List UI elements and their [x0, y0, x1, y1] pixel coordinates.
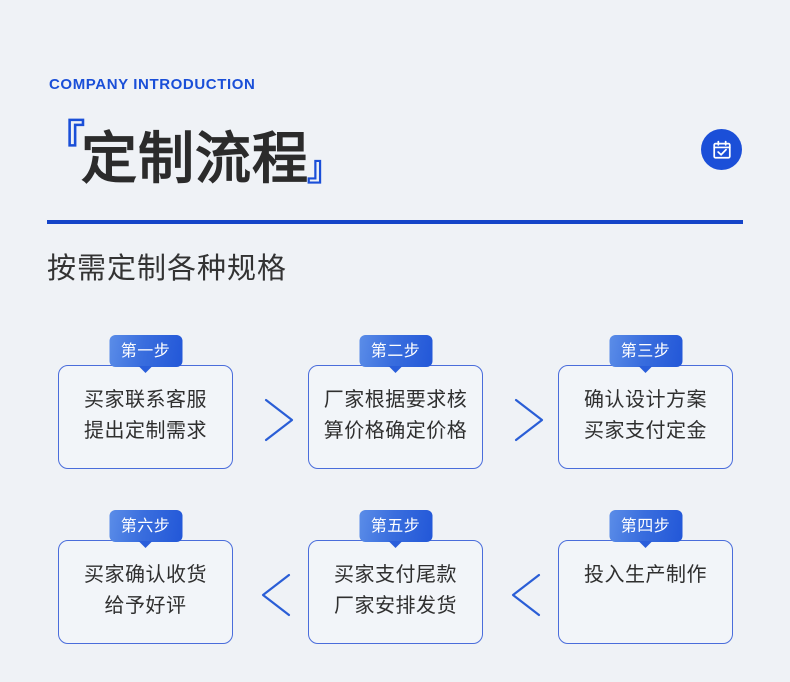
- header-divider: [47, 220, 743, 224]
- chevron-right-icon-2: [510, 396, 550, 444]
- bracket-right-icon: 』: [307, 149, 341, 189]
- step-card-2[interactable]: 第二步 厂家根据要求核 算价格确定价格: [308, 335, 483, 469]
- step-text-4: 投入生产制作: [584, 562, 707, 586]
- step-card-3[interactable]: 第三步 确认设计方案 买家支付定金: [558, 335, 733, 469]
- step-text-1: 买家联系客服 提出定制需求: [84, 387, 207, 442]
- step-card-4[interactable]: 第四步 投入生产制作: [558, 510, 733, 644]
- step-card-1[interactable]: 第一步 买家联系客服 提出定制需求: [58, 335, 233, 469]
- process-steps: 第一步 买家联系客服 提出定制需求 第二步 厂家根据要求核 算价格确定价格 第三…: [0, 334, 790, 682]
- chevron-left-icon-2: [505, 571, 545, 619]
- page-subtitle: 按需定制各种规格: [47, 251, 288, 285]
- calendar-check-icon: [701, 129, 742, 170]
- page-title: 『 定制流程 』: [45, 116, 341, 188]
- step-badge-1: 第一步: [109, 335, 182, 367]
- step-text-2: 厂家根据要求核 算价格确定价格: [323, 387, 468, 442]
- step-badge-5: 第五步: [359, 510, 432, 542]
- process-row-top: 第一步 买家联系客服 提出定制需求 第二步 厂家根据要求核 算价格确定价格 第三…: [0, 334, 790, 509]
- chevron-left-icon-1: [255, 571, 295, 619]
- bracket-left-icon: 『: [45, 117, 85, 163]
- step-badge-2: 第二步: [359, 335, 432, 367]
- eyebrow-label: COMPANY INTRODUCTION: [49, 76, 256, 93]
- step-card-6[interactable]: 第六步 买家确认收货 给予好评: [58, 510, 233, 644]
- step-text-3: 确认设计方案 买家支付定金: [584, 387, 707, 442]
- chevron-right-icon-1: [260, 396, 300, 444]
- step-badge-4: 第四步: [609, 510, 682, 542]
- step-card-5[interactable]: 第五步 买家支付尾款 厂家安排发货: [308, 510, 483, 644]
- page-title-text: 定制流程: [81, 127, 309, 192]
- step-text-5: 买家支付尾款 厂家安排发货: [334, 562, 457, 617]
- process-row-bottom: 第六步 买家确认收货 给予好评 第五步 买家支付尾款 厂家安排发货 第四步 投入…: [0, 509, 790, 682]
- step-text-6: 买家确认收货 给予好评: [84, 562, 207, 617]
- step-badge-3: 第三步: [609, 335, 682, 367]
- step-badge-6: 第六步: [109, 510, 182, 542]
